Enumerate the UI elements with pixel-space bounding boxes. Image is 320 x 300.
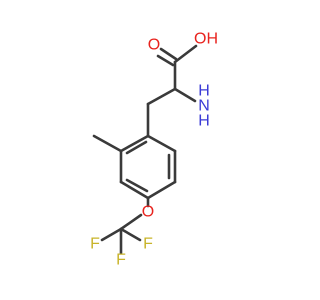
ring-inner-1 <box>125 140 148 155</box>
bond-c-f-left <box>100 227 123 242</box>
bond-o-cf3 <box>119 213 143 231</box>
bond-c-oh <box>173 44 198 64</box>
bond-alpha-n <box>173 87 197 103</box>
bond-carbonyl-double-1 <box>159 47 178 61</box>
molecule-structure: O OH N H H O F F F <box>90 31 218 269</box>
ring-inner-2 <box>125 178 149 193</box>
ring-bond-4-5 <box>146 180 177 200</box>
fluorine-right-label: F <box>143 236 153 253</box>
ring-bond-1-2 <box>119 134 150 153</box>
bond-ring-methyl <box>92 134 123 153</box>
amino-n-label: N <box>198 98 210 115</box>
bond-alpha-ch2 <box>146 87 177 106</box>
ring-bond-6-1 <box>146 134 177 153</box>
bond-c-f-right <box>119 227 142 242</box>
bonds <box>92 44 198 255</box>
amino-h2-label: H <box>198 113 210 130</box>
bond-carbonyl-double-2 <box>156 54 175 67</box>
fluorine-bottom-label: F <box>116 252 126 269</box>
amino-h-label: H <box>198 83 210 100</box>
hydroxyl-label: OH <box>194 31 218 48</box>
fluorine-left-label: F <box>90 236 100 253</box>
ether-oxygen-label: O <box>142 204 154 221</box>
ring-bond-3-4 <box>119 180 150 200</box>
atom-labels: O OH N H H O F F F <box>90 31 218 269</box>
oxygen-carbonyl-label: O <box>148 37 160 54</box>
